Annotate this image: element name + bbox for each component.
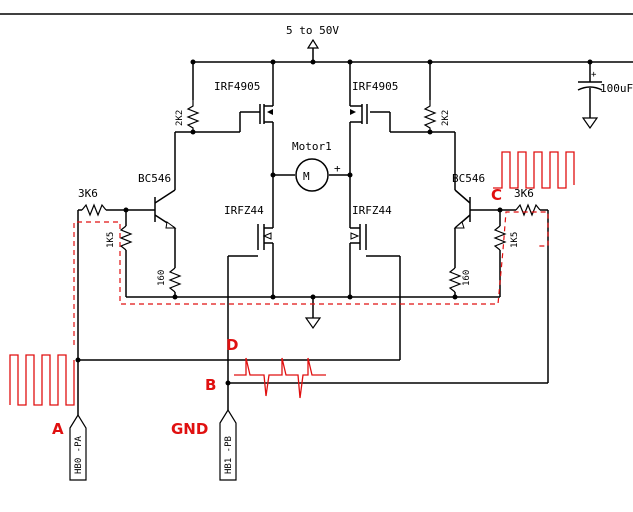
n-mosfet-right [349,175,401,360]
motor-plus-label: + [334,162,341,175]
marker-d: D [226,336,238,354]
spike-waveform-d [234,357,326,399]
connector-left-label: HB0 -PA [74,435,84,474]
bjt-right-label: BC546 [452,172,485,185]
supply-arrow-icon [306,38,320,49]
feedback-path-dashed [73,211,549,345]
resistor-emitter-right-label: 160 [462,270,472,286]
resistor-emitter-left [168,267,182,297]
supply-label: 5 to 50V [286,24,339,37]
ground-rail [126,294,500,330]
svg-text:+: + [591,70,597,80]
motor-label: Motor1 [292,140,332,153]
n-mosfet-left-label: IRFZ44 [224,204,264,217]
resistor-base-left-label: 3K6 [78,187,98,200]
marker-gnd: GND [171,420,208,438]
cross-wires [75,357,548,386]
n-mosfet-right-label: IRFZ44 [352,204,392,217]
marker-c: C [491,186,502,204]
connector-right [219,408,237,481]
connector-right-label: HB1 -PB [224,436,234,474]
resistor-pullup-right [389,100,456,190]
resistor-emitter-right [448,267,462,297]
capacitor-symbol: + [577,62,603,130]
p-mosfet-left [240,96,274,175]
resistor-base-right-label: 3K6 [514,187,534,200]
resistor-emitter-left-label: 160 [157,270,167,286]
bjt-right [453,189,471,268]
square-wave-left [9,354,75,406]
p-mosfet-right [349,96,390,175]
bjt-left-label: BC546 [138,172,171,185]
resistor-pullup-right-label: 2K2 [441,110,451,126]
capacitor-label: 100uF [600,82,633,95]
resistor-pullup-left-label: 2K2 [175,110,185,126]
supply-rail [190,40,633,100]
p-mosfet-right-label: IRF4905 [352,80,398,93]
marker-a: A [52,420,64,438]
resistor-bias-left-label: 1K5 [106,232,116,248]
p-mosfet-left-label: IRF4905 [214,80,260,93]
motor-symbol [270,158,353,192]
bjt-left [154,189,177,268]
resistor-bias-right-label: 1K5 [510,232,520,248]
resistor-bias-right [493,210,507,297]
motor-symbol-letter: M [303,170,310,183]
marker-b: B [205,376,216,394]
resistor-base-right [470,203,549,383]
resistor-pullup-left [174,100,241,190]
connector-left [69,413,87,481]
square-wave-right [493,151,575,189]
resistor-base-left [77,203,155,415]
resistor-bias-left [119,210,133,297]
